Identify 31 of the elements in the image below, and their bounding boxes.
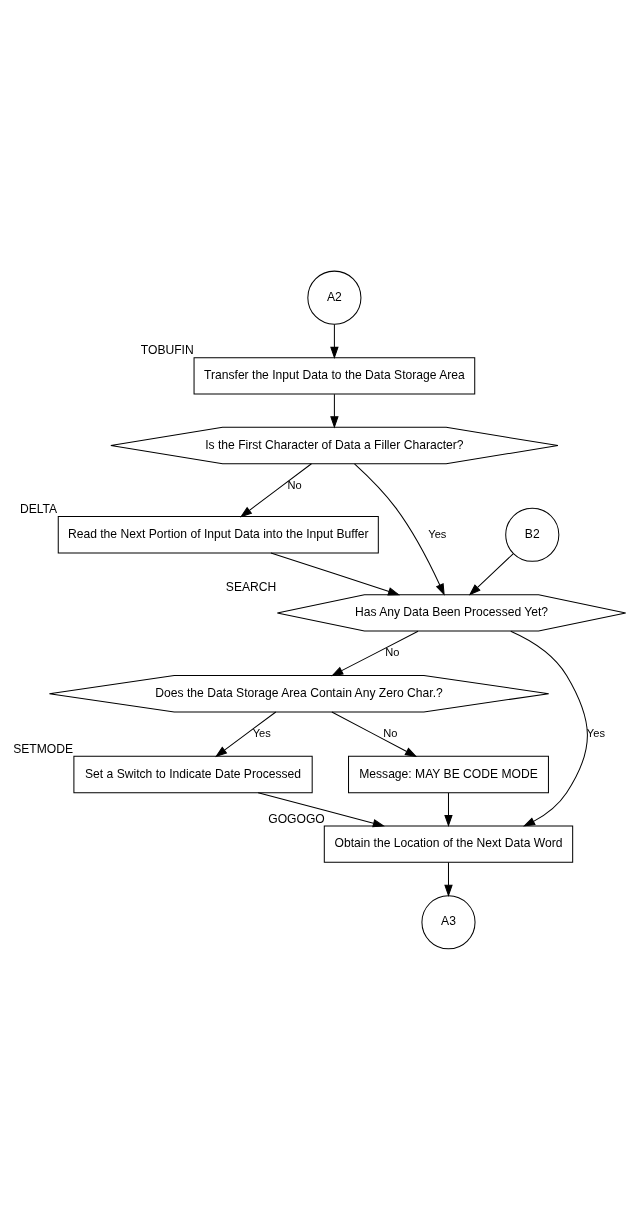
node-box: Transfer the Input Data to the Data Storage Area <box>193 356 476 395</box>
node-circle: B2 <box>505 507 560 562</box>
node-label: TOBUFIN <box>140 342 194 357</box>
edge-label: No <box>287 478 302 491</box>
arrow <box>354 462 445 596</box>
edge-label: Yes <box>252 726 271 739</box>
edge-label: No <box>383 726 398 739</box>
arrow <box>444 861 453 897</box>
node-circle: A2 <box>307 270 362 325</box>
arrow <box>444 791 453 827</box>
arrow <box>330 323 339 359</box>
arrow <box>331 711 418 757</box>
arrow <box>330 393 339 428</box>
arrow <box>215 711 277 757</box>
node-label: SEARCH <box>225 579 277 594</box>
node-box: Obtain the Location of the Next Data Word <box>323 824 574 863</box>
arrow <box>270 551 401 595</box>
edge-label: No <box>385 645 400 658</box>
arrow <box>331 630 419 676</box>
arrow <box>468 552 514 596</box>
arrow <box>239 462 312 517</box>
node-circle: A3 <box>421 894 476 949</box>
node-box: Message: MAY BE CODE MODE <box>348 755 549 793</box>
node-box: Set a Switch to Indicate Date Processed <box>73 755 313 793</box>
arrow <box>510 630 588 827</box>
node-label: DELTA <box>19 501 58 516</box>
arrow <box>257 791 385 827</box>
edge-label: Yes <box>428 527 447 540</box>
node-label: GOGOGO <box>268 811 325 826</box>
node-label: SETMODE <box>13 741 74 756</box>
node-box: Read the Next Portion of Input Data into the Input Buffer <box>57 515 379 553</box>
